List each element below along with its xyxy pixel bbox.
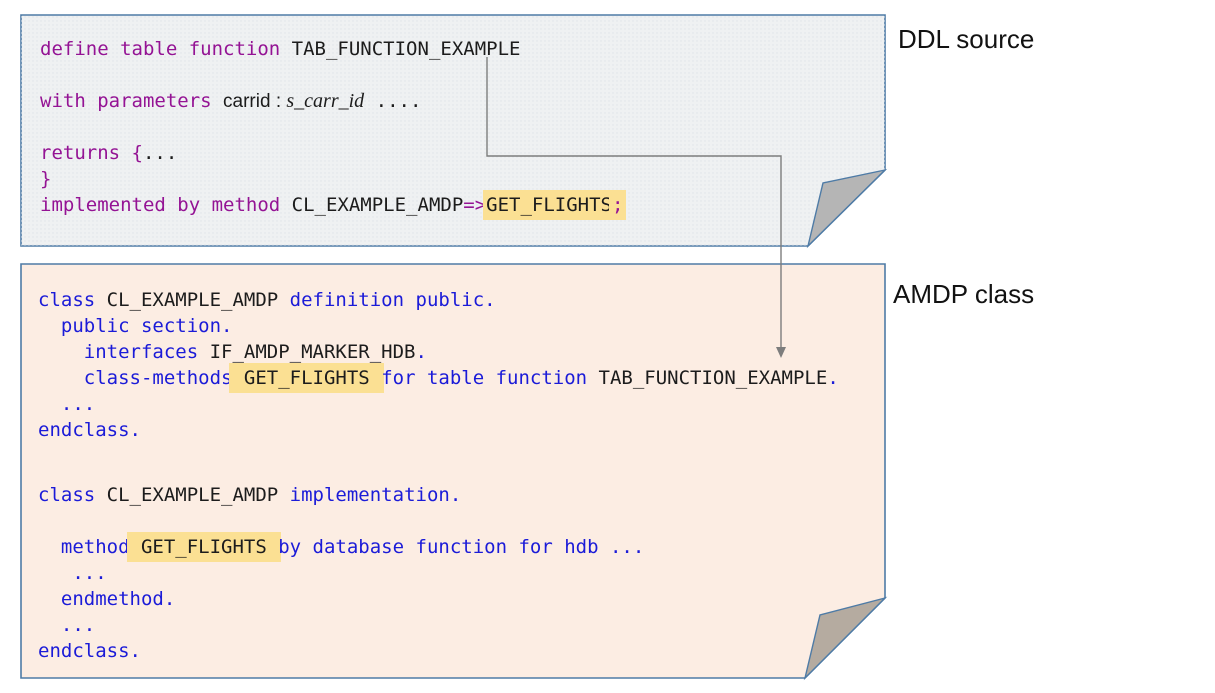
code-segment: ...	[38, 562, 107, 584]
amdp-class-label: AMDP class	[893, 279, 1035, 309]
code-segment: .	[415, 341, 427, 363]
code-line: class-methods GET_FLIGHTS for table func…	[38, 363, 839, 393]
code-line: method GET_FLIGHTS by database function …	[38, 532, 645, 562]
code-segment: IF_AMDP_MARKER_HDB	[209, 341, 416, 363]
ddl-source-label: DDL source	[898, 24, 1035, 54]
code-segment: endclass.	[38, 419, 141, 441]
code-segment: ...	[38, 393, 96, 415]
code-segment: with parameters	[40, 90, 224, 112]
code-line: public section.	[38, 313, 233, 339]
code-segment: ...	[38, 614, 96, 636]
code-segment-highlighted: ;	[612, 190, 624, 220]
code-segment: class-methods	[38, 367, 233, 389]
ddl-note-texture	[21, 15, 885, 246]
code-line: ...	[38, 560, 107, 586]
code-segment: ...	[142, 142, 178, 164]
code-segment: returns {	[40, 142, 143, 164]
code-segment: =>	[463, 194, 487, 216]
code-segment: endmethod.	[38, 588, 176, 610]
connector-arrow	[486, 57, 786, 358]
code-line: ...	[38, 391, 95, 417]
code-segment: CL_EXAMPLE_AMDP	[106, 484, 279, 506]
code-line: interfaces IF_AMDP_MARKER_HDB.	[38, 339, 427, 365]
code-segment: TAB_FUNCTION_EXAMPLE	[291, 38, 521, 60]
code-segment: .	[827, 367, 839, 389]
code-segment: endclass.	[38, 640, 141, 662]
code-segment: definition public.	[278, 289, 496, 311]
code-line: with parameters carrid : s_carr_id ....	[40, 88, 421, 114]
code-segment: for table function	[381, 367, 599, 389]
code-segment: public section.	[38, 315, 233, 337]
code-segment-highlighted: GET_FLIGHTS	[232, 363, 382, 393]
code-segment: class	[38, 484, 107, 506]
code-line: class CL_EXAMPLE_AMDP definition public.	[38, 287, 496, 313]
code-line: endclass.	[38, 417, 141, 443]
code-segment: s_carr_id	[286, 90, 365, 112]
code-segment: implemented by method	[40, 194, 292, 216]
code-line: }	[40, 166, 51, 192]
ddl-note-fold	[806, 168, 888, 249]
code-line: ...	[38, 612, 95, 638]
code-segment: method	[38, 536, 130, 558]
code-segment: by database function for hdb ...	[278, 536, 645, 558]
code-segment: interfaces	[38, 341, 210, 363]
code-segment: ....	[364, 90, 422, 112]
code-segment: define table function	[40, 38, 292, 60]
code-line: endclass.	[38, 638, 141, 664]
code-segment: TAB_FUNCTION_EXAMPLE	[598, 367, 828, 389]
code-segment-highlighted: GET_FLIGHTS	[129, 532, 279, 562]
code-line: class CL_EXAMPLE_AMDP implementation.	[38, 482, 461, 508]
code-segment: carrid :	[223, 91, 287, 112]
code-segment: implementation.	[278, 484, 462, 506]
code-line: define table function TAB_FUNCTION_EXAMP…	[40, 36, 520, 62]
code-segment: CL_EXAMPLE_AMDP	[291, 194, 464, 216]
code-line: returns {...	[40, 140, 177, 166]
code-segment: CL_EXAMPLE_AMDP	[106, 289, 279, 311]
code-segment: class	[38, 289, 107, 311]
code-line: endmethod.	[38, 586, 175, 612]
code-segment-highlighted: GET_FLIGHTS	[486, 190, 612, 220]
code-segment: }	[40, 168, 52, 190]
amdp-note-fold	[803, 596, 888, 681]
code-line: implemented by method CL_EXAMPLE_AMDP=>G…	[40, 190, 624, 220]
